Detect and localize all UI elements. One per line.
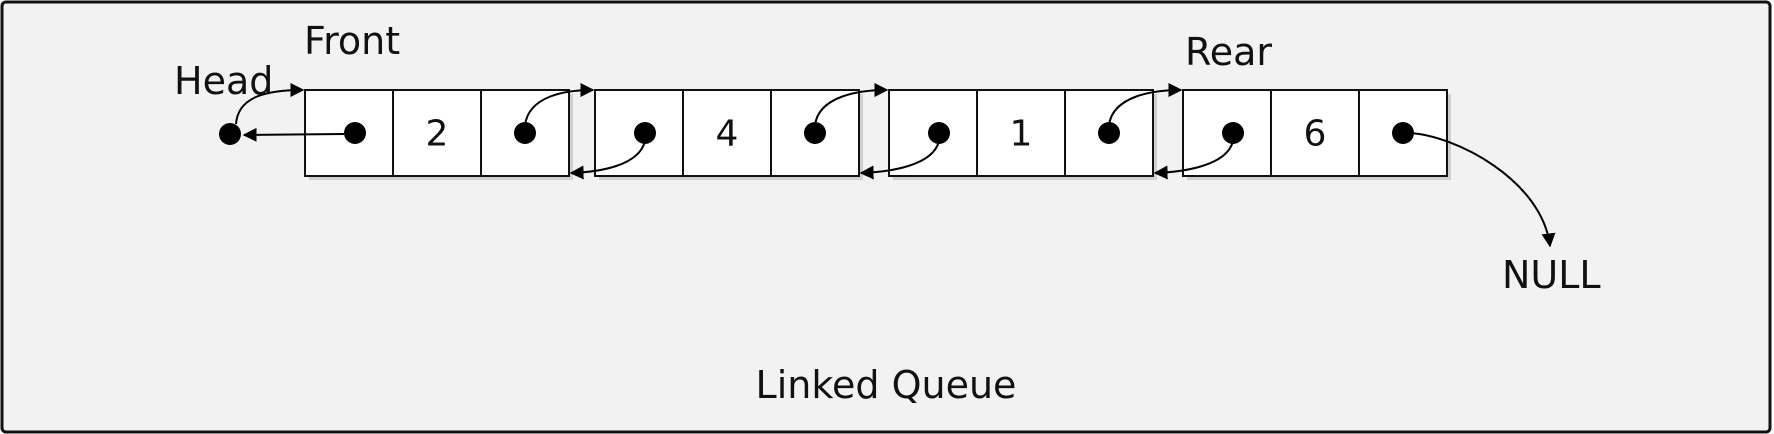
prev-pointer-dot xyxy=(928,122,950,144)
next-pointer-dot xyxy=(514,122,536,144)
next-link-arrow xyxy=(814,83,889,126)
node-value: 6 xyxy=(1304,114,1327,155)
prev-link-arrow xyxy=(569,140,646,180)
head-to-front-arrow xyxy=(235,83,305,125)
nodes-layer: 2 4 1 6 xyxy=(304,89,1451,180)
prev-pointer-dot xyxy=(634,122,656,144)
prev-link-arrow xyxy=(859,140,940,180)
queue-node: 6 xyxy=(1182,89,1451,180)
head-label: Head xyxy=(174,59,273,103)
front-prev-to-head-arrow xyxy=(242,127,345,142)
diagram-caption: Linked Queue xyxy=(756,363,1017,407)
prev-link-arrow xyxy=(1153,140,1234,180)
prev-pointer-dot xyxy=(1222,122,1244,144)
next-link-arrow xyxy=(524,83,595,126)
next-pointer-dot xyxy=(1098,122,1120,144)
null-label: NULL xyxy=(1502,253,1601,297)
front-label: Front xyxy=(304,19,400,63)
prev-pointer-dot xyxy=(344,122,366,144)
next-pointer-dot xyxy=(804,122,826,144)
rear-label: Rear xyxy=(1185,30,1272,74)
head-pointer-dot xyxy=(219,123,241,145)
next-link-arrow xyxy=(1108,83,1183,126)
tail-to-null-arrow xyxy=(1408,132,1556,248)
node-value: 1 xyxy=(1010,114,1033,155)
queue-node: 2 xyxy=(304,89,573,180)
node-value: 2 xyxy=(426,114,449,155)
next-pointer-dot xyxy=(1392,122,1414,144)
node-value-cell xyxy=(976,89,1066,177)
queue-node: 4 xyxy=(594,89,863,180)
links-layer xyxy=(235,83,1556,248)
node-value: 4 xyxy=(716,114,739,155)
queue-node: 1 xyxy=(888,89,1157,180)
node-prev-cell xyxy=(304,89,394,177)
